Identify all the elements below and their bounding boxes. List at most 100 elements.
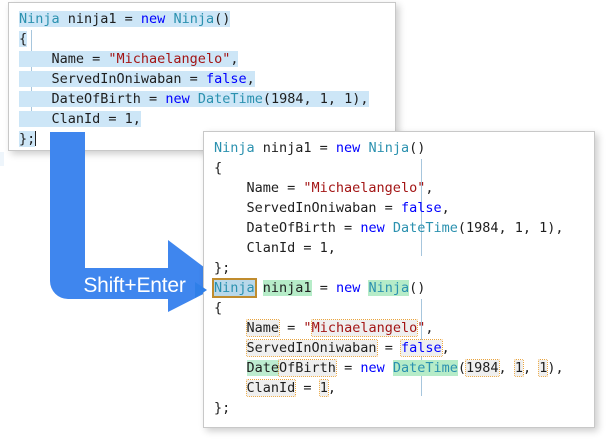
code-before-content[interactable]: Ninja ninja1 = new Ninja() { Name = "Mich… (9, 3, 395, 150)
code-token: Ninja (368, 140, 410, 156)
code-line[interactable]: DateOfBirth = new DateTime(1984, 1, 1), (204, 358, 594, 378)
code-line[interactable]: ClanId = 1, (204, 378, 594, 398)
code-line[interactable]: }; (9, 129, 395, 149)
code-token: false (400, 200, 442, 216)
code-token: new (335, 280, 361, 296)
code-token: Name = (19, 51, 109, 67)
code-line[interactable]: Name = "Michaelangelo", (9, 49, 395, 69)
snippet-field-token[interactable]: 1984 (465, 359, 500, 377)
code-token: }; (214, 260, 231, 276)
code-span: ClanId = 1, (214, 379, 336, 397)
code-span: DateOfBirth = new DateTime(1984, 1, 1), (214, 220, 564, 236)
selected-code-span: { (19, 31, 28, 47)
code-token (190, 91, 198, 107)
code-token: ( (457, 360, 467, 376)
code-token: { (19, 31, 28, 47)
code-token: { (214, 300, 223, 316)
snippet-field-token[interactable]: Name (245, 319, 281, 337)
selected-code-span: DateOfBirth = new DateTime(1984, 1, 1), (19, 91, 369, 107)
selected-code-span: ServedInOniwaban = false, (19, 71, 255, 87)
selected-code-span: }; (19, 131, 36, 147)
code-span: { (214, 300, 222, 316)
snippet-field-token[interactable]: ServedInOniwaban (245, 339, 378, 357)
code-line[interactable]: ServedInOniwaban = false, (204, 198, 594, 218)
code-token (385, 360, 393, 376)
code-token: DateOfBirth = (19, 91, 166, 107)
snippet-insertion-marker-icon (195, 282, 207, 298)
code-line[interactable]: Ninja ninja1 = new Ninja() (204, 278, 594, 298)
code-token: Ninja (173, 11, 215, 27)
code-span: { (214, 160, 222, 176)
code-line[interactable]: DateOfBirth = new DateTime(1984, 1, 1), (204, 218, 594, 238)
code-editor-after-panel[interactable]: Ninja ninja1 = new Ninja(){ Name = "Mich… (203, 131, 595, 428)
code-token: Ninja (19, 11, 60, 27)
code-token: Ninja (214, 140, 255, 156)
code-token: { (214, 160, 223, 176)
code-token: ServedInOniwaban = (214, 200, 401, 216)
code-line[interactable]: Name = "Michaelangelo", (204, 178, 594, 198)
snippet-field-token[interactable]: OfBirth (278, 359, 337, 377)
snippet-field-token[interactable]: Michaelangelo (310, 319, 419, 337)
code-token (385, 220, 393, 236)
code-token (255, 280, 263, 296)
snippet-field-token[interactable]: 1 (318, 379, 329, 397)
code-token: (1984, 1, 1), (262, 91, 369, 107)
code-line[interactable]: Name = "Michaelangelo", (204, 318, 594, 338)
code-token (214, 360, 247, 376)
snippet-field-token[interactable]: Time (425, 360, 458, 376)
snippet-field-token[interactable]: Date (392, 360, 426, 376)
code-token: , (498, 360, 515, 376)
code-line[interactable]: { (9, 29, 395, 49)
code-line[interactable]: }; (204, 398, 594, 418)
code-after-content[interactable]: Ninja ninja1 = new Ninja(){ Name = "Mich… (204, 132, 594, 424)
selected-code-span: ClanId = 1, (19, 111, 141, 127)
code-line[interactable]: DateOfBirth = new DateTime(1984, 1, 1), (9, 89, 395, 109)
code-span: Ninja ninja1 = new Ninja() (214, 140, 425, 156)
code-line[interactable]: ClanId = 1, (9, 109, 395, 129)
code-token: = (279, 320, 304, 336)
code-line[interactable]: { (204, 298, 594, 318)
code-token (214, 320, 247, 336)
code-token: ClanId = 1, (214, 240, 336, 256)
code-line[interactable]: ServedInOniwaban = false, (9, 69, 395, 89)
code-token: Name = (214, 180, 304, 196)
snippet-field-token[interactable]: 1 (538, 359, 549, 377)
shift-enter-arrow (35, 132, 230, 312)
code-token: , (441, 340, 450, 356)
code-token: "Michaelangelo" (303, 180, 426, 196)
code-line[interactable]: Ninja ninja1 = new Ninja() (204, 138, 594, 158)
code-token: ), (547, 360, 564, 376)
code-line[interactable]: ClanId = 1, (204, 238, 594, 258)
code-token: , (522, 360, 540, 376)
code-editor-before-panel[interactable]: Ninja ninja1 = new Ninja() { Name = "Mich… (8, 2, 396, 151)
code-token: new (165, 91, 190, 107)
code-token: DateTime (197, 91, 263, 107)
snippet-field-token[interactable]: Ninja (368, 280, 410, 296)
snippet-field-token[interactable]: Date (246, 360, 280, 376)
code-line[interactable]: { (204, 158, 594, 178)
code-token (214, 340, 247, 356)
code-line[interactable]: ServedInOniwaban = false, (204, 338, 594, 358)
indent-guide-original (421, 159, 422, 256)
code-line[interactable]: }; (204, 258, 594, 278)
code-span: ServedInOniwaban = false, (214, 339, 450, 357)
snippet-field-token[interactable]: ninja1 (262, 280, 312, 296)
code-span: }; (214, 260, 230, 276)
code-token: new (335, 140, 361, 156)
selected-code-span: Ninja ninja1 = new Ninja() (19, 11, 231, 27)
code-token: , (441, 200, 450, 216)
code-token: ClanId = 1, (19, 111, 141, 127)
code-token: = (376, 340, 401, 356)
snippet-field-token[interactable]: false (399, 339, 443, 357)
code-token: , (425, 180, 434, 196)
snippet-field-token[interactable]: 1 (513, 359, 524, 377)
code-token: new (140, 11, 166, 27)
snippet-field-token[interactable]: ClanId (245, 379, 297, 397)
snippet-field-token[interactable]: Ninja (212, 278, 257, 298)
code-token: () (409, 140, 426, 156)
code-token: " (417, 320, 426, 336)
code-token: DateTime (392, 220, 458, 236)
code-line[interactable]: Ninja ninja1 = new Ninja() (9, 9, 395, 29)
code-token: ninja1 = (59, 11, 141, 27)
